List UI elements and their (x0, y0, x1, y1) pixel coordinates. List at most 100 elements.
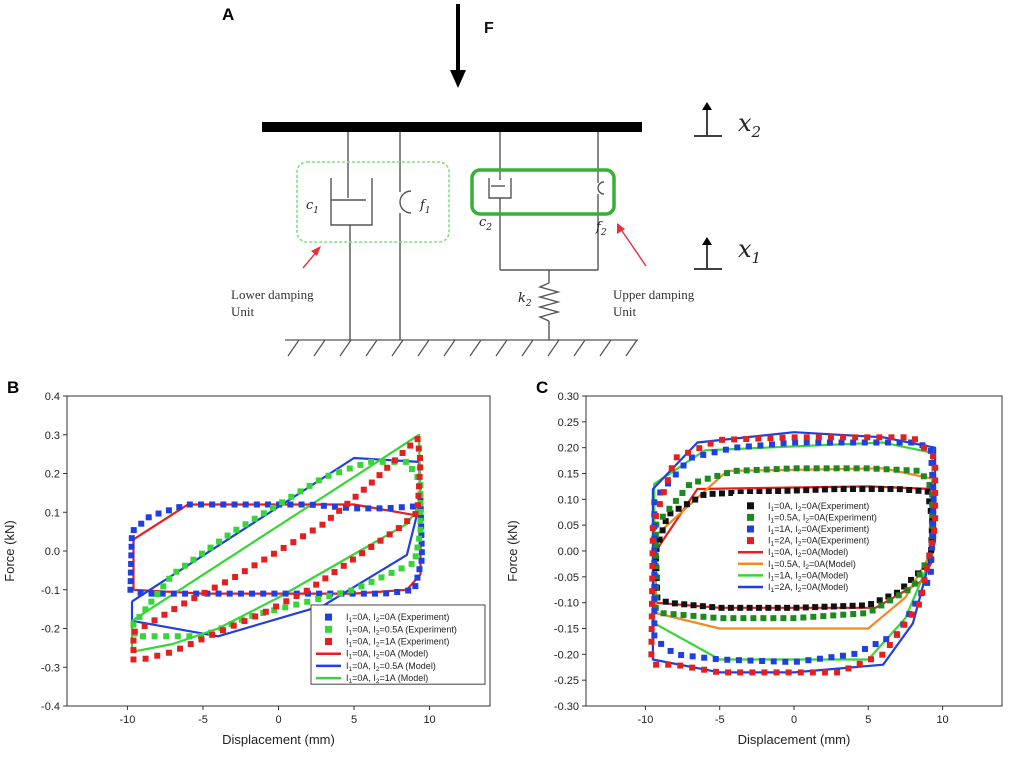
data-marker (690, 612, 697, 619)
x-tick-label: -10 (119, 714, 135, 726)
data-marker (253, 501, 260, 508)
data-marker (378, 574, 385, 581)
data-marker (740, 615, 747, 622)
data-marker (831, 486, 838, 493)
data-marker (404, 518, 411, 525)
data-marker (743, 435, 750, 442)
data-marker (651, 499, 658, 506)
data-marker (173, 568, 180, 575)
data-marker (220, 501, 227, 508)
data-marker (869, 607, 876, 614)
data-marker (757, 442, 764, 449)
data-marker (930, 496, 937, 503)
data-marker (293, 592, 300, 599)
data-marker (863, 465, 870, 472)
data-marker (170, 590, 177, 597)
data-marker (418, 531, 425, 538)
data-marker (868, 656, 875, 663)
data-marker (282, 604, 289, 611)
x1-label: x1 (738, 235, 761, 267)
data-marker (821, 603, 828, 610)
data-marker (395, 525, 402, 532)
data-marker (651, 571, 658, 578)
data-marker (416, 483, 423, 490)
data-marker (932, 502, 939, 509)
data-marker (231, 501, 238, 508)
data-marker (155, 510, 162, 517)
data-marker (864, 434, 871, 441)
data-marker (394, 588, 401, 595)
data-marker (130, 656, 137, 663)
data-marker (142, 606, 149, 613)
data-marker (207, 544, 214, 551)
upper-friction-f2 (597, 132, 605, 270)
data-marker (677, 662, 684, 669)
data-marker (926, 552, 933, 559)
diagram-panel: A F x2 x1 (222, 4, 761, 357)
data-marker (718, 604, 725, 611)
data-marker (287, 501, 294, 508)
data-marker (765, 488, 772, 495)
data-marker (767, 435, 774, 442)
data-marker (412, 553, 419, 560)
data-marker (226, 590, 233, 597)
data-marker (659, 527, 666, 534)
data-marker (803, 439, 810, 446)
data-marker (763, 466, 770, 473)
data-marker (261, 556, 268, 563)
data-marker (737, 669, 744, 676)
data-marker (326, 593, 333, 600)
data-marker (365, 505, 372, 512)
data-marker (648, 626, 655, 633)
data-marker (916, 571, 923, 578)
data-marker (680, 462, 687, 469)
plot-data (127, 433, 425, 663)
data-marker (747, 657, 754, 664)
data-marker (711, 449, 718, 456)
data-marker (843, 465, 850, 472)
data-marker (346, 465, 353, 472)
data-marker (174, 633, 181, 640)
c1-label: c1 (306, 198, 319, 216)
data-marker (136, 613, 143, 620)
data-marker (320, 502, 327, 509)
data-marker (926, 498, 933, 505)
data-marker (656, 536, 663, 543)
data-marker (920, 473, 927, 480)
x-tick-label: -10 (637, 714, 653, 726)
data-marker (186, 501, 193, 508)
data-marker (839, 652, 846, 659)
data-marker (735, 657, 742, 664)
data-marker (928, 544, 935, 551)
data-marker (828, 654, 835, 661)
data-marker (316, 590, 323, 597)
data-marker (761, 669, 768, 676)
y-tick-label: 0.20 (558, 443, 579, 455)
x-tick-label: 5 (865, 714, 871, 726)
data-marker (793, 465, 800, 472)
data-marker (793, 487, 800, 494)
data-marker (181, 562, 188, 569)
data-marker (713, 668, 720, 675)
data-marker (368, 578, 375, 585)
data-marker (670, 611, 677, 618)
data-marker (783, 465, 790, 472)
data-marker (319, 521, 326, 528)
x-tick-label: 0 (791, 714, 797, 726)
data-marker (700, 451, 707, 458)
data-marker (662, 518, 669, 525)
data-marker (306, 482, 313, 489)
data-marker (648, 638, 655, 645)
data-marker (260, 510, 267, 517)
legend-label: I1=0A, I2=0A(Model) (768, 547, 848, 559)
data-marker (176, 504, 183, 511)
data-marker (768, 441, 775, 448)
x-tick-label: 10 (423, 714, 435, 726)
y-tick-label: -0.15 (554, 624, 579, 636)
x-tick-label: 0 (275, 714, 281, 726)
data-marker (368, 543, 375, 550)
data-marker (148, 598, 155, 605)
legend-label: I1=0A, I2=0.5A (Model) (346, 661, 436, 673)
data-marker (673, 454, 680, 461)
